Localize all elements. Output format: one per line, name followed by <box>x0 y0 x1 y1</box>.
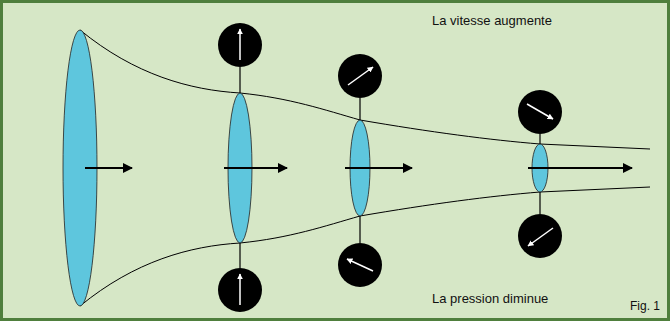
effect-label: La vitesse augmente <box>432 13 552 29</box>
pressure-gauge <box>218 23 562 312</box>
effect-label: La pression diminue <box>432 291 548 307</box>
cross-section <box>63 30 548 306</box>
figure-caption: Fig. 1 <box>630 298 660 314</box>
gauge-needle <box>240 29 553 305</box>
flow-arrow <box>85 167 632 169</box>
